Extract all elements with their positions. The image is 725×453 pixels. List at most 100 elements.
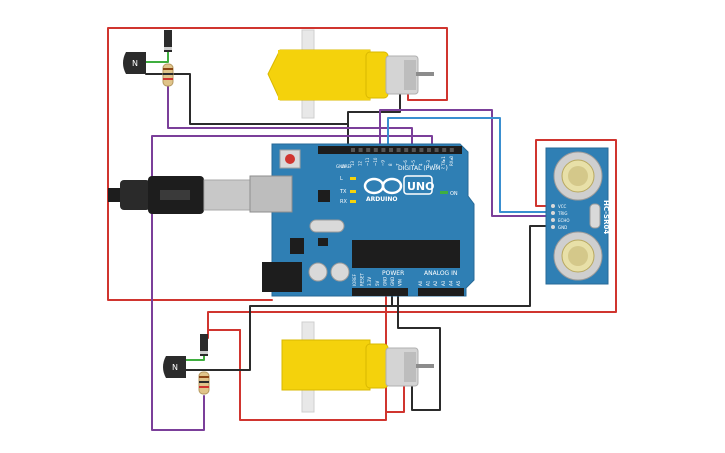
power-jack — [262, 262, 302, 292]
sensor-pin[interactable] — [551, 211, 555, 215]
power-label: POWER — [382, 270, 404, 277]
board-brand: ARDUINO — [366, 196, 397, 203]
digital-pin[interactable] — [427, 148, 431, 152]
transistor-top-label: N — [132, 59, 138, 68]
digital-pin[interactable] — [373, 148, 378, 152]
digital-pin[interactable] — [411, 148, 416, 152]
digital-pin-label: ~3 — [426, 160, 431, 166]
power-pin-label: GND — [382, 277, 387, 286]
sensor-pin-label: VCC — [558, 204, 567, 209]
wire-blue-echo[interactable] — [387, 117, 549, 213]
digital-pin-label: 2 — [434, 163, 439, 166]
power-pin-label: 3.3V — [367, 277, 372, 286]
digital-pin-label: 7 — [396, 163, 401, 166]
transistor-bottom[interactable]: N — [163, 356, 186, 378]
digital-pin-label: ~11 — [365, 157, 370, 166]
power-pin-label: RESET — [360, 273, 365, 286]
sensor-pin[interactable] — [551, 225, 555, 229]
sensor-model: HC-SR04 — [602, 200, 610, 234]
led-l-label: L — [340, 176, 343, 182]
transistor-top[interactable]: N — [123, 52, 146, 74]
ultrasonic-sensor[interactable]: HC-SR04 VCC TRIG ECHO GND — [545, 147, 610, 285]
sensor-pin[interactable] — [551, 204, 555, 208]
transistor-bottom-label: N — [172, 363, 178, 372]
digital-pin-label: 8 — [388, 163, 393, 166]
analog-pin-label: A2 — [433, 280, 438, 286]
analog-pin-label: A5 — [456, 280, 461, 286]
digital-pin-label: ~10 — [373, 157, 378, 166]
digital-pin[interactable] — [389, 148, 393, 152]
analog-label: ANALOG IN — [424, 270, 457, 277]
digital-pin-label: 12 — [358, 160, 363, 166]
aref-label: AREF — [342, 164, 353, 169]
digital-pin[interactable] — [366, 148, 371, 152]
power-header[interactable] — [352, 288, 408, 296]
analog-header[interactable] — [418, 288, 464, 296]
wires — [107, 27, 617, 431]
sensor-pin-label: GND — [558, 225, 567, 230]
analog-pin-label: A0 — [418, 280, 423, 286]
sensor-pin-labels: VCC TRIG ECHO GND — [551, 204, 569, 230]
power-pin-label: GND — [390, 277, 395, 286]
digital-pin-label: ~9 — [380, 160, 385, 166]
wire-black-top-emitter[interactable] — [145, 73, 349, 145]
digital-pin-label: ~6 — [403, 160, 408, 166]
diode-bottom[interactable] — [200, 334, 208, 356]
wire-purple-bottom-base[interactable] — [151, 135, 433, 431]
digital-pin-label: TX▸1 — [441, 156, 446, 167]
analog-pin-label: A3 — [441, 280, 446, 286]
digital-pin[interactable] — [434, 148, 439, 152]
digital-pin[interactable] — [351, 148, 355, 152]
diode-top[interactable] — [164, 30, 172, 52]
digital-pin[interactable] — [442, 148, 447, 152]
board-model: UNO — [407, 180, 435, 193]
arduino-logo-icon — [363, 177, 403, 195]
digital-pin-label: RX◂0 — [449, 155, 454, 166]
dc-motor-top[interactable] — [267, 29, 434, 119]
wire-red-top-motor[interactable] — [167, 27, 448, 101]
sensor-pin[interactable] — [551, 218, 555, 222]
digital-pin[interactable] — [396, 148, 401, 152]
wire-black-gnd-sensor[interactable] — [391, 225, 549, 307]
wire-red-top-loop[interactable] — [107, 27, 273, 301]
atmega-chip — [352, 240, 460, 268]
digital-pin[interactable] — [449, 148, 454, 152]
wire-red-bottom-motor[interactable] — [207, 311, 387, 331]
dc-motor-bottom[interactable] — [281, 321, 434, 413]
wire-purple-trig[interactable] — [379, 109, 549, 217]
transducer-bottom — [553, 231, 603, 281]
digital-pin-label: ~5 — [411, 160, 416, 166]
resistor-top[interactable] — [162, 63, 174, 87]
digital-pin[interactable] — [358, 148, 363, 152]
arduino-uno-board[interactable]: DIGITAL (PWM~) AREF GND L TX RX ON ARDUI… — [249, 143, 475, 297]
sensor-pin-label: TRIG — [557, 211, 568, 216]
resistor-bottom[interactable] — [198, 371, 210, 395]
transducer-top — [553, 151, 603, 201]
analog-pin-label: A1 — [426, 280, 431, 286]
digital-pin[interactable] — [381, 148, 386, 152]
wire-black-top-motor[interactable] — [347, 91, 401, 125]
power-pin-label: 5V — [375, 280, 380, 286]
led-tx-label: TX — [339, 189, 347, 195]
led-rx-label: RX — [340, 199, 347, 205]
digital-pin[interactable] — [404, 148, 409, 152]
sensor-pin-label: ECHO — [558, 218, 569, 223]
digital-label: DIGITAL (PWM~) — [398, 165, 448, 172]
digital-pin-label: 13 — [350, 160, 355, 166]
on-label: ON — [450, 191, 458, 197]
wire-red-5v-bottom[interactable] — [207, 311, 387, 421]
power-pin-label: VIN — [398, 279, 403, 286]
gnd-label: GND — [336, 164, 345, 169]
power-pin-label: IOREF — [352, 273, 357, 286]
wire-black-bottom-emitter[interactable] — [185, 305, 393, 371]
wire-red-bottom-motor-term[interactable] — [385, 385, 405, 413]
analog-pin-label: A4 — [448, 280, 453, 286]
digital-pin-label: 4 — [418, 163, 423, 166]
digital-pin[interactable] — [419, 148, 424, 152]
wire-black-gnd-bottom[interactable] — [397, 291, 441, 411]
